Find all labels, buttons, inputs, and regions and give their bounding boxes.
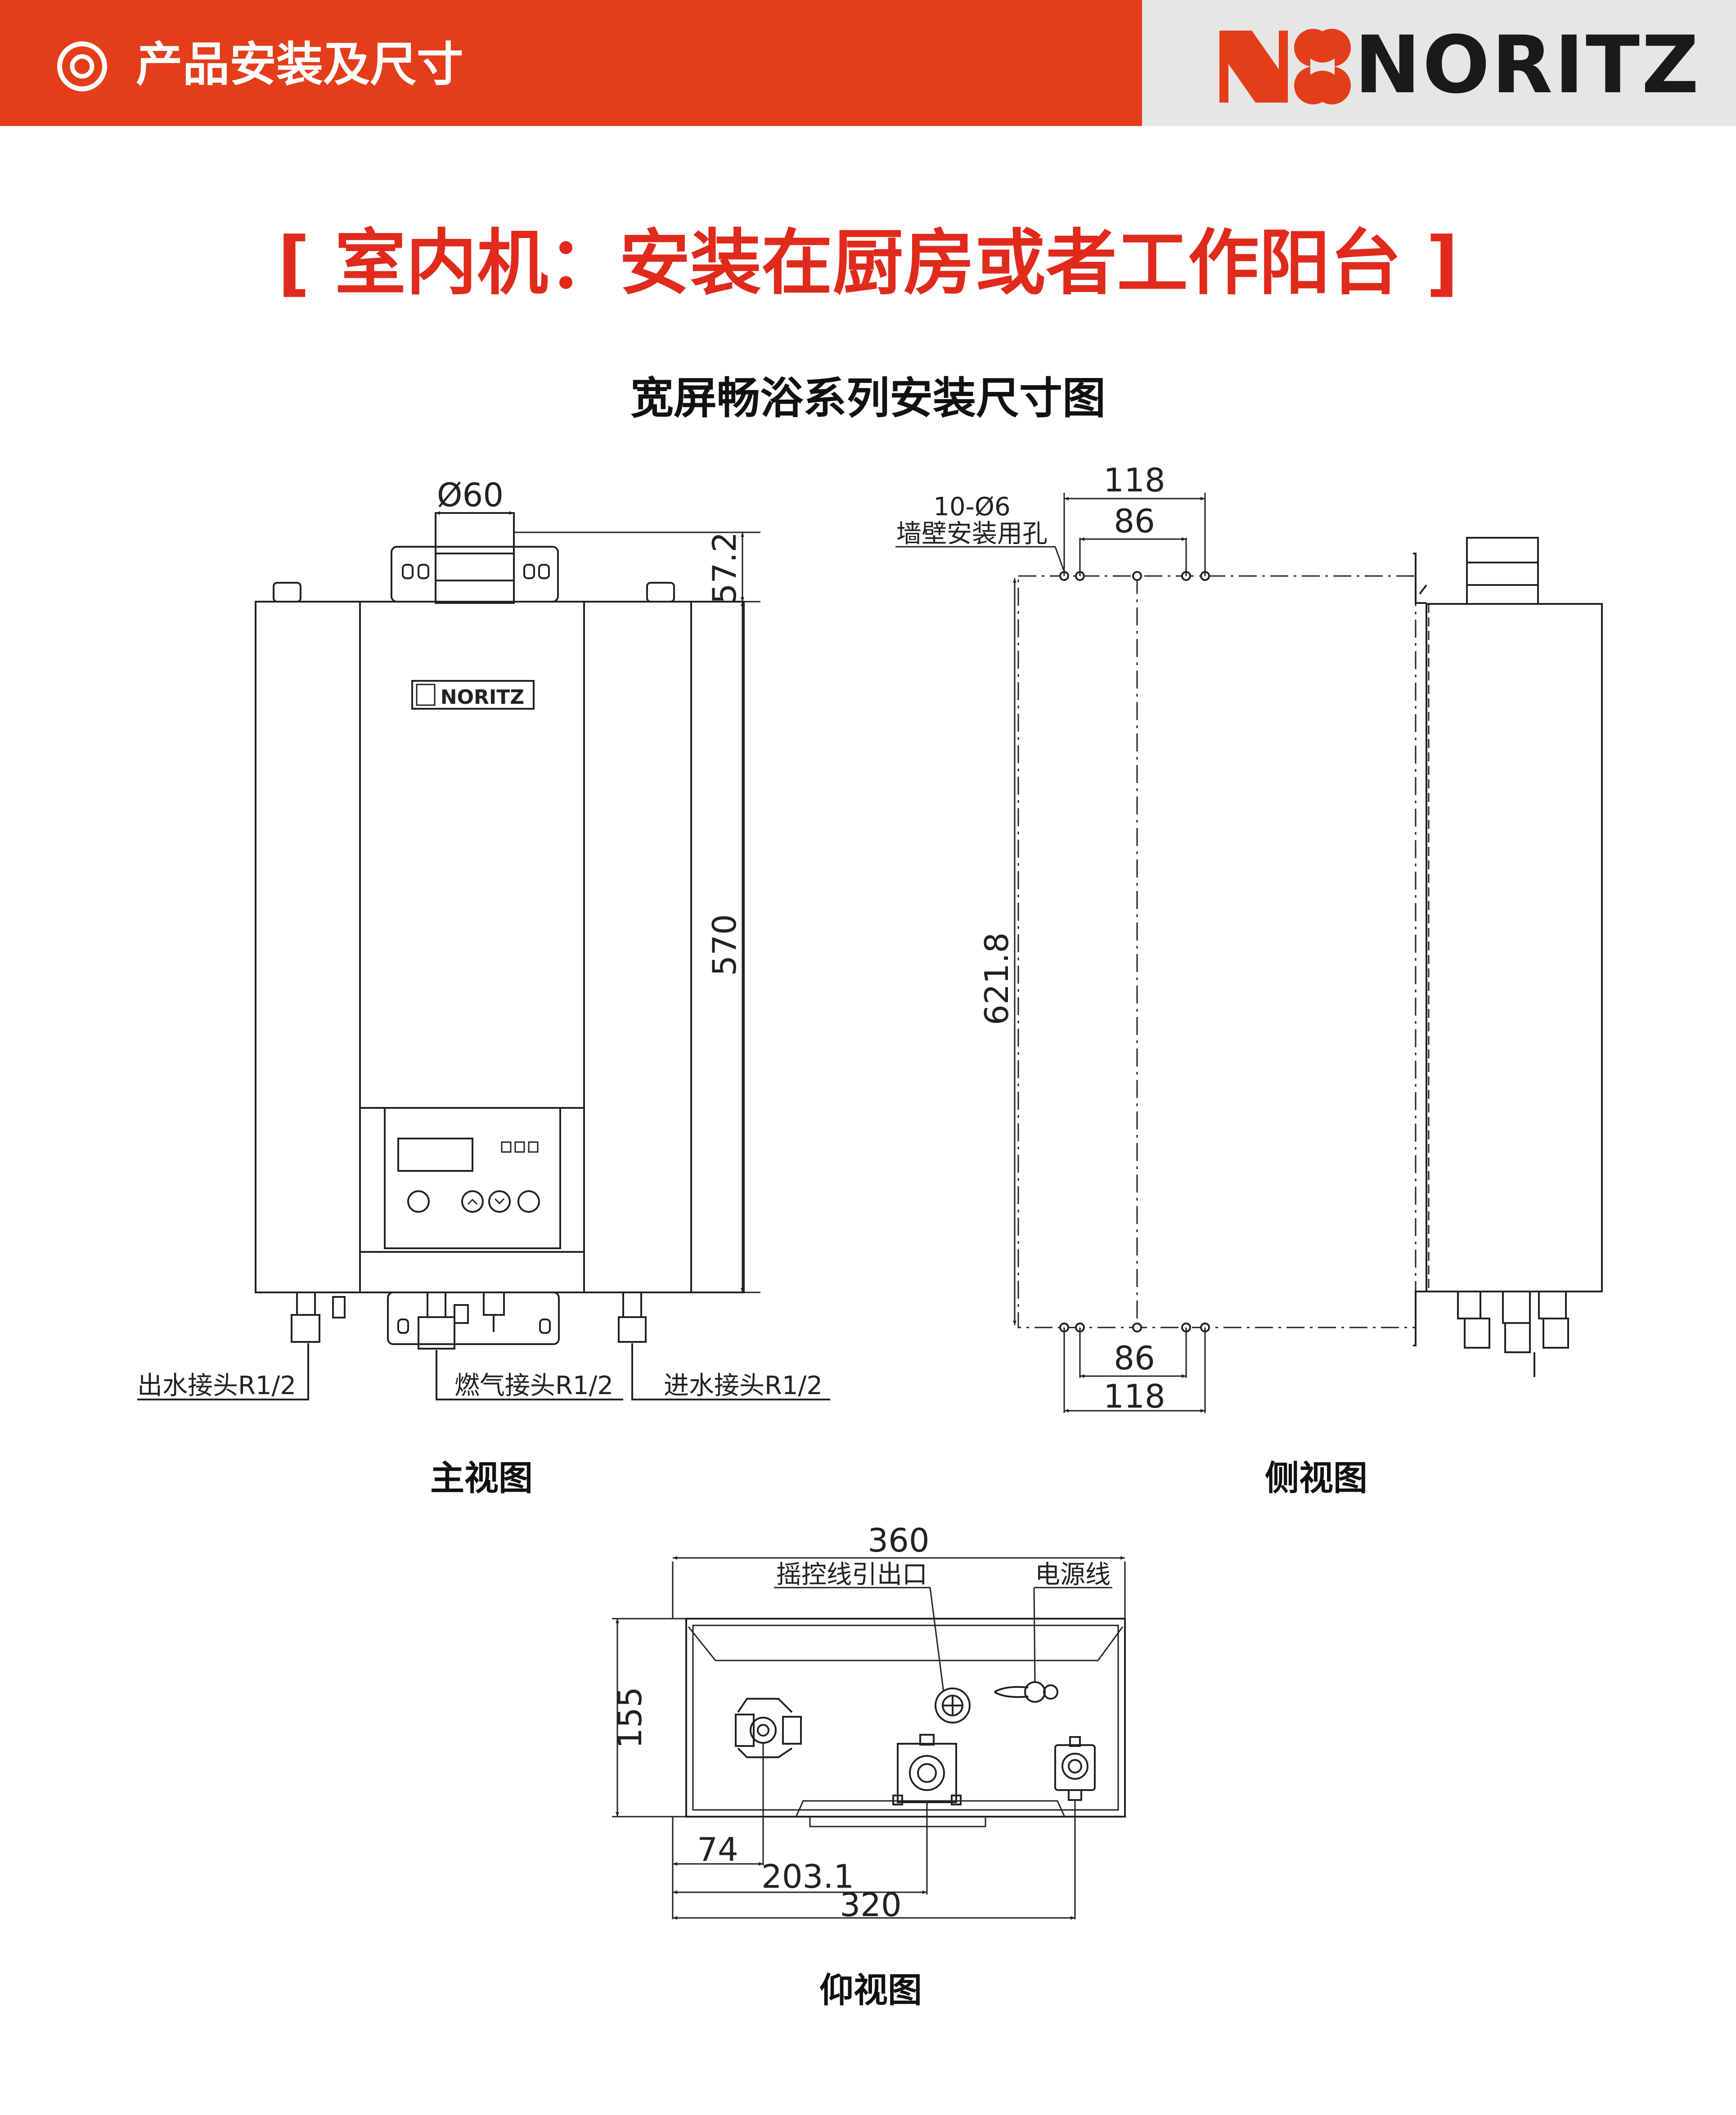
target-circle-icon <box>57 41 107 91</box>
side-top-inner-label: 86 <box>1114 502 1155 540</box>
outlet-fitting <box>291 1292 346 1343</box>
bottom-view <box>612 1556 1126 1920</box>
remote-cable-port <box>935 1688 971 1724</box>
side-view-caption: 侧视图 <box>1265 1458 1367 1498</box>
holes-note-label: 墙壁安装用孔 <box>896 519 1048 549</box>
outlet-callout: 出水接头R1/2 <box>137 1371 296 1400</box>
flue-pipe <box>435 512 515 604</box>
inlet-callout: 进水接头R1/2 <box>664 1371 823 1400</box>
remote-port-label: 摇控线引出口 <box>776 1560 927 1589</box>
top-offset-label: 57.2 <box>706 532 743 604</box>
holes-spec-label: 10-Ø6 <box>933 492 1010 522</box>
front-view <box>137 511 830 1400</box>
bottom-body <box>685 1618 1126 1818</box>
inlet-fitting <box>618 1292 647 1343</box>
noritz-logo <box>1219 29 1351 104</box>
front-top-bracket <box>391 546 559 603</box>
front-brand-plate-text: NORITZ <box>441 686 524 709</box>
bottom-view-caption: 仰视图 <box>819 1970 922 2010</box>
bottom-depth-label: 155 <box>611 1687 649 1748</box>
bottom-outlet-fitting <box>735 1698 802 1758</box>
diagram-title: 宽屏畅浴系列安装尺寸图 <box>630 373 1106 423</box>
bottom-gas-fitting <box>892 1734 962 1805</box>
section-banner <box>0 0 1142 126</box>
side-bottom-inner-label: 86 <box>1114 1339 1155 1377</box>
front-bottom-bracket <box>387 1292 560 1345</box>
control-panel <box>384 1107 561 1249</box>
side-bottom-outer-label: 118 <box>1103 1377 1165 1415</box>
bottom-inlet-fitting <box>1054 1736 1096 1801</box>
wall-mounting-frame <box>1017 575 1417 1328</box>
gas-fitting <box>418 1292 469 1350</box>
power-cord <box>994 1681 1058 1703</box>
front-height-label: 570 <box>706 914 743 976</box>
bottom-width-label: 360 <box>868 1521 929 1559</box>
wall-mounting-holes <box>1059 571 1210 1332</box>
page-headline: [ 室内机：安装在厨房或者工作阳台 ] <box>277 222 1459 305</box>
power-cord-label: 电源线 <box>1035 1560 1111 1589</box>
bottom-d2-label: 203.1 <box>761 1858 854 1895</box>
brand-name: NORITZ <box>1354 19 1701 111</box>
front-view-caption: 主视图 <box>430 1458 533 1498</box>
bottom-d1-label: 74 <box>697 1831 738 1868</box>
side-top-outer-label: 118 <box>1103 461 1165 499</box>
gas-callout: 燃气接头R1/2 <box>454 1371 613 1400</box>
bottom-d3-label: 320 <box>840 1886 901 1924</box>
side-body <box>1426 603 1603 1292</box>
side-height-label: 621.8 <box>978 932 1016 1025</box>
section-title: 产品安装及尺寸 <box>136 37 464 92</box>
front-brand-plate <box>411 680 535 710</box>
side-flue-pipe <box>1466 537 1539 605</box>
side-view <box>895 493 1603 1413</box>
flue-diameter-label: Ø60 <box>437 476 504 514</box>
drain-fitting <box>483 1292 505 1332</box>
